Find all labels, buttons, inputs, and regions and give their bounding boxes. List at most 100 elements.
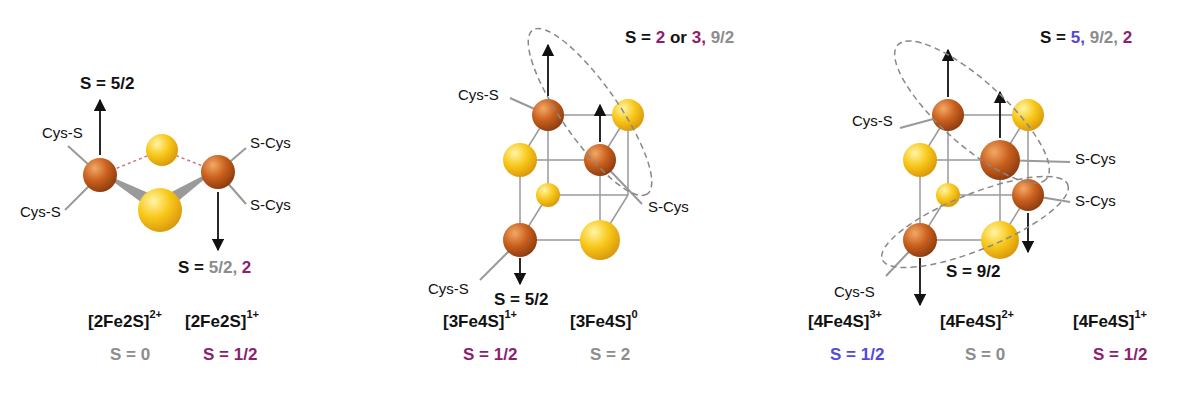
label-line: S = 5/2: [80, 74, 134, 94]
label-text: Cys-S: [852, 112, 893, 129]
label-text: S = 9/2: [946, 262, 1000, 282]
label-text: 9/2,: [1090, 28, 1118, 48]
label-text: 3,: [692, 28, 706, 48]
label-line: S = 1/2: [203, 345, 257, 365]
label-text: S = 0: [965, 345, 1005, 365]
label-line: [4Fe4S]1+: [1073, 312, 1147, 332]
label-text: [4Fe4S]: [1073, 312, 1134, 332]
iron-atom: [503, 223, 537, 257]
charge-superscript: 1+: [1134, 308, 1147, 320]
label-text: Cys-S: [428, 280, 469, 297]
label-text: S = 1/2: [463, 345, 517, 365]
sulfur-atom: [612, 99, 644, 131]
label-text: Cys-S: [458, 86, 499, 103]
label-text: S = 2: [590, 345, 630, 365]
label-text: S = 1/2: [203, 345, 257, 365]
spin-arrow: [1027, 213, 1029, 252]
label-text: S = 1/2: [1093, 345, 1147, 365]
iron-atom: [584, 144, 616, 176]
label-text: 2: [242, 258, 251, 278]
label-line: Cys-S: [852, 112, 893, 129]
charge-superscript: 3+: [869, 308, 882, 320]
label-text: [2Fe2S]: [88, 312, 149, 332]
label-text: 2: [656, 28, 665, 48]
label-line: S-Cys: [250, 134, 291, 151]
charge-superscript: 2+: [1001, 308, 1014, 320]
label-text: S-Cys: [250, 134, 291, 151]
label-line: [3Fe4S]1+: [443, 312, 517, 332]
sulfur-atom: [903, 143, 937, 177]
spin-arrow: [919, 258, 921, 305]
spin-coupling-ellipse: [872, 159, 1078, 286]
label-text: S = 5/2: [80, 74, 134, 94]
sulfur-atom: [580, 220, 620, 260]
spin-arrow: [947, 50, 949, 97]
label-line: [2Fe2S]2+: [88, 312, 162, 332]
label-line: S-Cys: [250, 196, 291, 213]
label-line: S-Cys: [1075, 150, 1116, 167]
label-line: S = 1/2: [463, 345, 517, 365]
label-line: [4Fe4S]2+: [940, 312, 1014, 332]
spin-arrow: [99, 100, 101, 155]
label-text: S-Cys: [1075, 192, 1116, 209]
label-text: Cys-S: [42, 124, 83, 141]
sulfur-atom: [503, 143, 537, 177]
spin-arrow: [217, 192, 219, 250]
label-line: Cys-S: [42, 124, 83, 141]
iron-atom: [932, 99, 964, 131]
label-line: [2Fe2S]1+: [185, 312, 259, 332]
label-text: 2: [1123, 28, 1132, 48]
label-line: S-Cys: [1075, 192, 1116, 209]
label-text: [2Fe2S]: [185, 312, 246, 332]
spin-coupling-ellipse: [510, 14, 671, 210]
charge-superscript: 1+: [246, 308, 259, 320]
label-line: [4Fe4S]3+: [808, 312, 882, 332]
spin-arrow: [599, 105, 601, 142]
spin-coupling-ellipse: [876, 21, 1067, 202]
label-line: Cys-S: [428, 280, 469, 297]
label-text: Cys-S: [834, 283, 875, 300]
label-line: S = 2: [590, 345, 630, 365]
label-text: S =: [178, 258, 204, 278]
sulfur-atom: [981, 221, 1019, 259]
label-text: S-Cys: [250, 196, 291, 213]
spin-arrow: [519, 258, 521, 284]
label-line: Cys-S: [834, 283, 875, 300]
label-text: S = 1/2: [830, 345, 884, 365]
iron-atom: [83, 158, 117, 192]
label-line: S =5/2,2: [178, 258, 251, 278]
charge-superscript: 2+: [149, 308, 162, 320]
label-text: S-Cys: [1075, 150, 1116, 167]
label-text: S-Cys: [648, 198, 689, 215]
label-text: S = 5/2: [494, 290, 548, 310]
label-line: S = 0: [110, 345, 150, 365]
label-text: 5/2,: [209, 258, 237, 278]
iron-atom: [201, 155, 235, 189]
iron-atom: [1012, 179, 1044, 211]
label-text: [4Fe4S]: [940, 312, 1001, 332]
label-line: Cys-S: [20, 203, 61, 220]
label-text: [4Fe4S]: [808, 312, 869, 332]
label-text: 5,: [1071, 28, 1085, 48]
label-text: S = 0: [110, 345, 150, 365]
sulfur-atom: [146, 134, 178, 166]
label-line: S =2or3,9/2: [625, 28, 734, 48]
iron-atom: [980, 140, 1020, 180]
label-line: S = 1/2: [1093, 345, 1147, 365]
label-text: or: [670, 28, 687, 48]
label-text: S =: [625, 28, 651, 48]
label-line: S = 5/2: [494, 290, 548, 310]
label-line: Cys-S: [458, 86, 499, 103]
spin-arrow: [547, 45, 549, 96]
label-line: [3Fe4S]0: [570, 312, 638, 332]
sulfur-atom: [536, 183, 560, 207]
label-line: S = 9/2: [946, 262, 1000, 282]
label-text: Cys-S: [20, 203, 61, 220]
sulfur-atom: [138, 188, 182, 232]
charge-superscript: 0: [631, 308, 637, 320]
label-line: S-Cys: [648, 198, 689, 215]
label-text: [3Fe4S]: [570, 312, 631, 332]
label-line: S = 0: [965, 345, 1005, 365]
label-text: 9/2: [711, 28, 735, 48]
